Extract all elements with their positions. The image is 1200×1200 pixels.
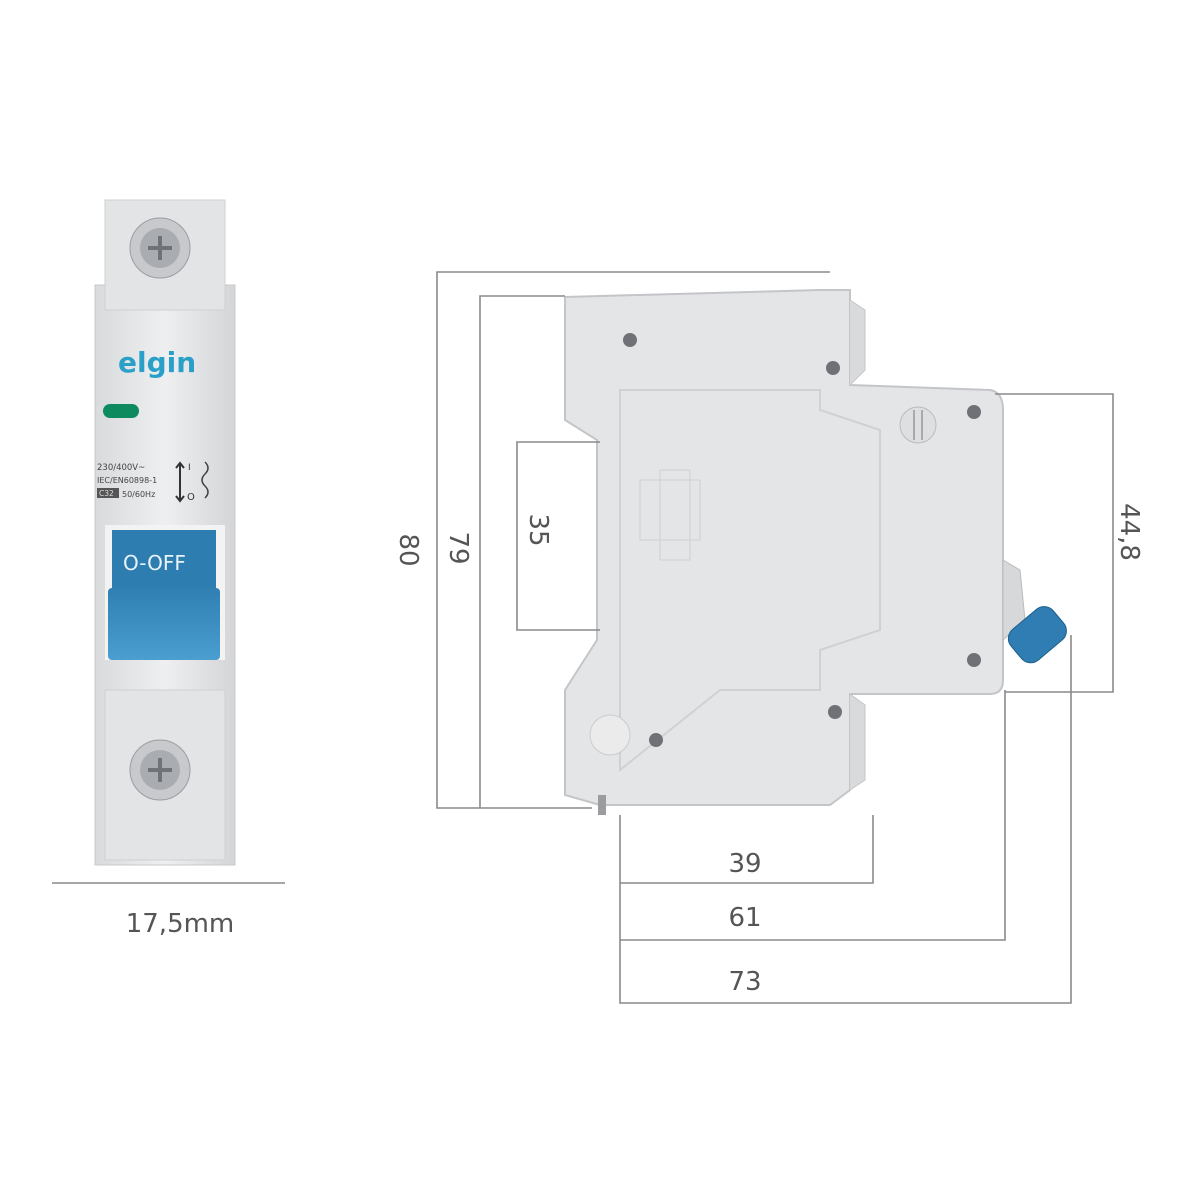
side-screw-icon (899, 406, 937, 444)
rivet-icons (623, 333, 981, 747)
symbol-on: I (188, 463, 191, 473)
dimension-lines (436, 271, 1114, 1004)
dim-label-35: 35 (523, 513, 553, 546)
symbol-off: O (187, 492, 195, 503)
dim-label-61: 61 (728, 903, 761, 933)
rating-code: C32 (99, 489, 114, 498)
brand-logo: elgin (118, 346, 196, 379)
dim-line-35 (516, 441, 600, 631)
dim-line-39 (620, 815, 874, 884)
dim-label-39: 39 (728, 849, 761, 879)
rating-line1: 230/400V~ (97, 463, 145, 473)
dim-line-80 (436, 271, 830, 809)
front-view-breaker: elgin 230/400V~ IEC/EN60898-1 C32 50/60H… (94, 199, 236, 866)
dim-label-80: 80 (393, 533, 423, 566)
on-off-arrow-icon (175, 461, 185, 503)
trip-symbol-icon (201, 461, 209, 499)
bottom-screw-icon (129, 739, 191, 801)
side-toggle-lever[interactable] (1002, 559, 1071, 668)
dim-line-44-8 (995, 393, 1114, 693)
side-view-breaker (564, 289, 1071, 815)
circuit-diagram-emboss (639, 469, 701, 561)
indicator-window (103, 404, 139, 418)
top-screw-icon (129, 217, 191, 279)
dim-label-79: 79 (443, 531, 473, 564)
dim-line-61 (620, 690, 1006, 941)
switch-label: O-OFF (123, 551, 186, 575)
dim-line-79 (479, 295, 565, 808)
dim-line-73 (619, 635, 1072, 1004)
dim-label-44-8: 44,8 (1114, 503, 1144, 561)
frequency: 50/60Hz (122, 490, 155, 499)
toggle-switch[interactable]: O-OFF (108, 530, 220, 660)
dim-label-73: 73 (728, 967, 761, 997)
width-label: 17,5mm (126, 909, 235, 939)
rating-line2: IEC/EN60898-1 (97, 476, 157, 485)
